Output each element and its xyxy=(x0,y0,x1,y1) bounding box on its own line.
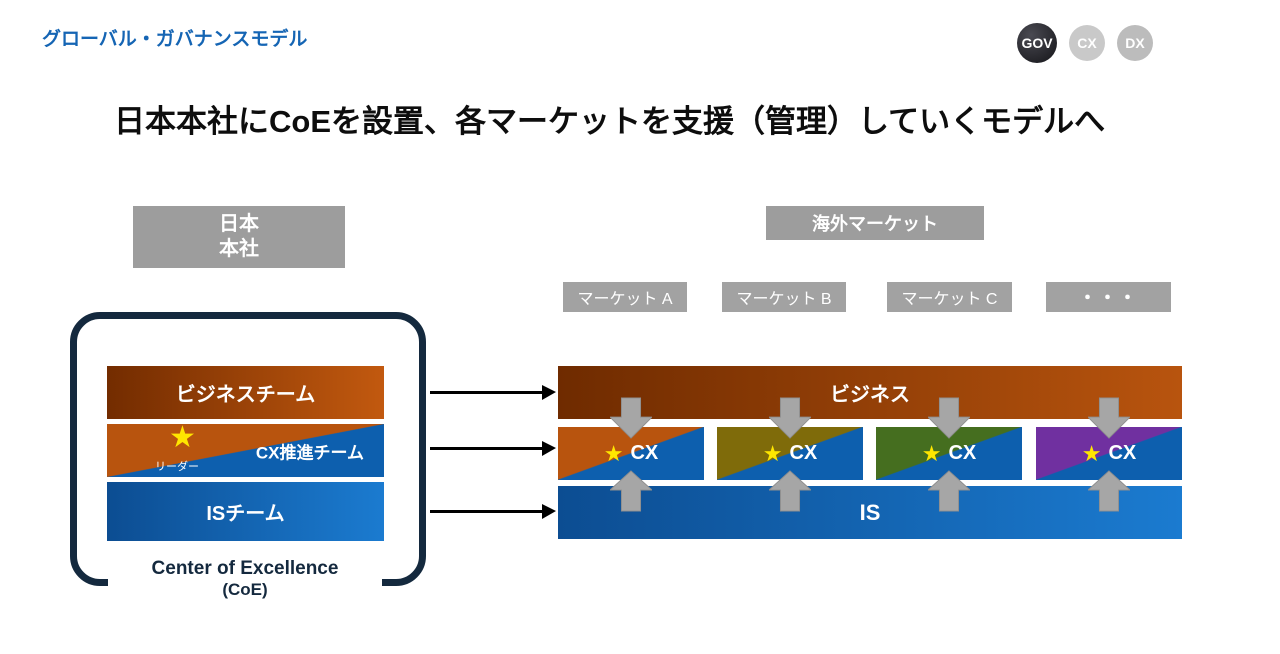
overseas-business-bar: ビジネス xyxy=(558,366,1182,419)
up-arrow-icon xyxy=(928,469,970,513)
market-d-cx-label: CX xyxy=(1108,442,1137,464)
market-b-cx-label: CX xyxy=(789,442,818,464)
star-icon: ★ xyxy=(762,440,783,466)
dx-badge[interactable]: DX xyxy=(1117,25,1153,61)
market-b-box: マーケット B xyxy=(722,282,846,312)
connector-arrow-is-icon xyxy=(430,504,556,519)
star-icon: ★ xyxy=(921,440,942,466)
japan-hq-line2: 本社 xyxy=(219,238,259,260)
up-arrow-icon xyxy=(610,469,652,513)
up-arrow-icon xyxy=(1088,469,1130,513)
coe-business-team-bar: ビジネスチーム xyxy=(107,366,384,419)
market-a-cx-label: CX xyxy=(630,442,659,464)
coe-cx-team-label: CX推進チーム xyxy=(255,443,364,462)
japan-hq-line1: 日本 xyxy=(219,213,259,235)
coe-cx-team-bar: ★ リーダー CX推進チーム xyxy=(107,421,384,477)
connector-arrow-business-icon xyxy=(430,385,556,400)
coe-caption: Center of Excellence (CoE) xyxy=(108,556,382,604)
overseas-is-bar: IS xyxy=(558,486,1182,539)
connector-arrow-cx-icon xyxy=(430,441,556,456)
market-ellipsis-box: ・・・ xyxy=(1046,282,1171,312)
leader-star-icon: ★ xyxy=(169,421,196,454)
down-arrow-icon xyxy=(610,397,652,439)
coe-caption-title: Center of Excellence xyxy=(151,558,339,579)
up-arrow-icon xyxy=(769,469,811,513)
badge-group: GOV CX DX xyxy=(1017,23,1153,63)
market-c-box: マーケット C xyxy=(887,282,1012,312)
headline: 日本本社にCoEを設置、各マーケットを支援（管理）していくモデルへ xyxy=(114,104,1106,139)
page-title: グローバル・ガバナンスモデル xyxy=(42,29,308,50)
market-a-box: マーケット A xyxy=(563,282,687,312)
leader-label: リーダー xyxy=(155,461,199,473)
down-arrow-icon xyxy=(769,397,811,439)
star-icon: ★ xyxy=(603,440,624,466)
japan-hq-box: 日本 本社 xyxy=(133,206,345,268)
market-c-cx-label: CX xyxy=(948,442,977,464)
down-arrow-icon xyxy=(1088,397,1130,439)
coe-is-team-bar: ISチーム xyxy=(107,482,384,541)
overseas-markets-box: 海外マーケット xyxy=(766,206,984,240)
star-icon: ★ xyxy=(1081,440,1102,466)
down-arrow-icon xyxy=(928,397,970,439)
cx-badge[interactable]: CX xyxy=(1069,25,1105,61)
coe-caption-abbr: (CoE) xyxy=(222,580,268,599)
gov-badge[interactable]: GOV xyxy=(1017,23,1057,63)
